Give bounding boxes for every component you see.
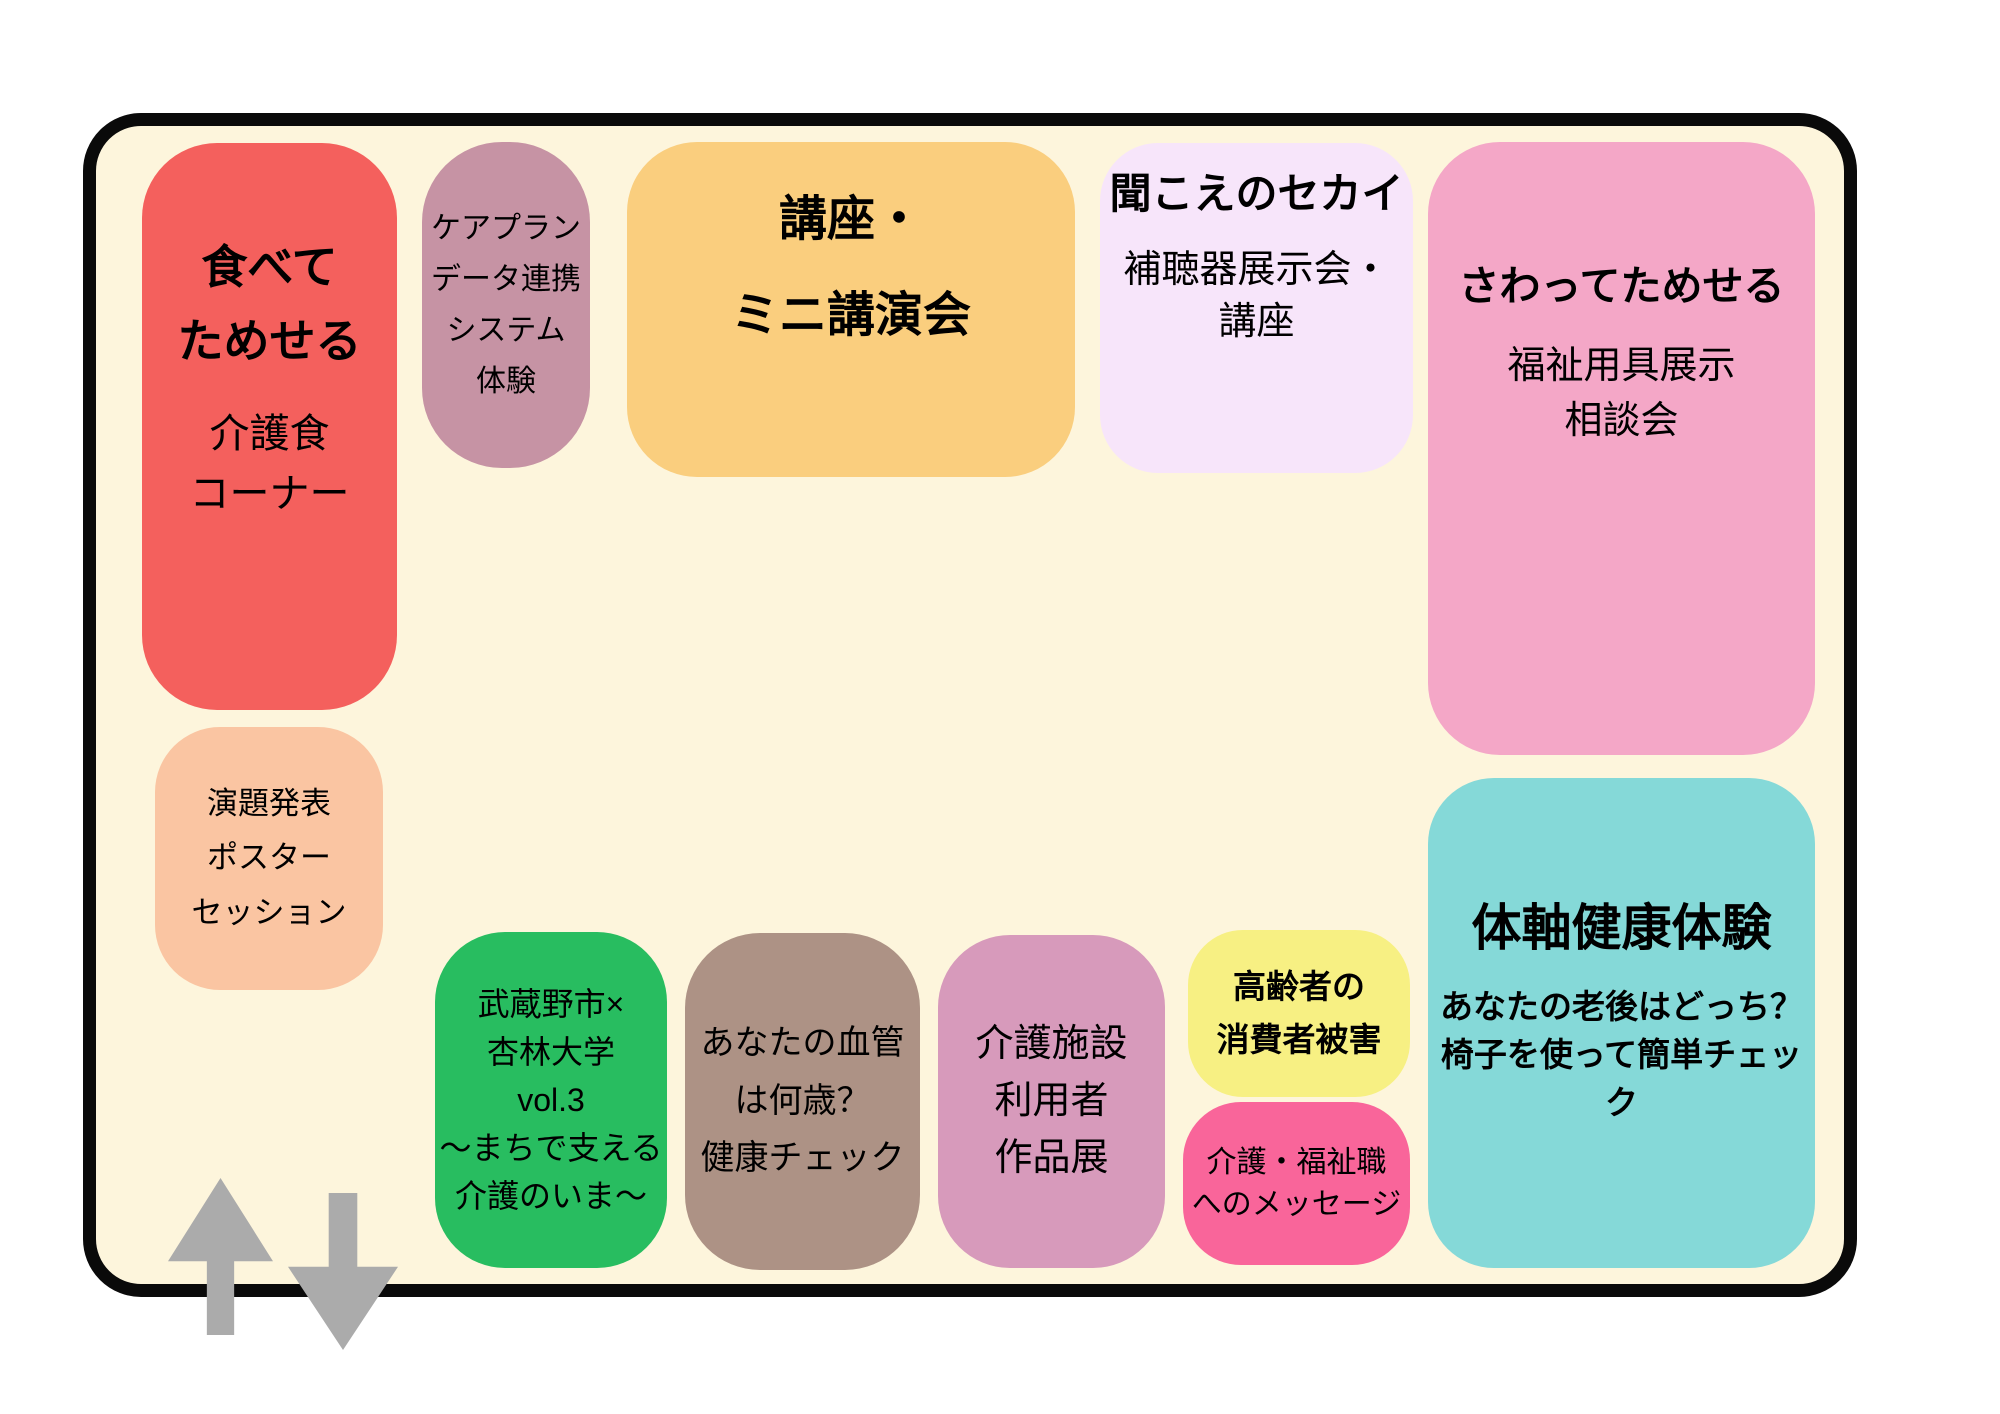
- booth-label: 介護施設 利用者 作品展: [975, 1023, 1128, 1179]
- booth-careplan-data-system: ケアプラン データ連携 システム 体験: [422, 142, 590, 468]
- booth-label: 武蔵野市× 杏林大学 vol.3 ～まちで支える 介護のいま～: [439, 986, 663, 1214]
- booth-lecture-mini-talks: 講座・ ミニ講演会: [627, 142, 1075, 477]
- booth-subtitle: 介護食 コーナー: [189, 412, 350, 517]
- booth-care-facility-artworks: 介護施設 利用者 作品展: [938, 935, 1165, 1268]
- booth-eat-and-try: 食べて ためせる 介護食 コーナー: [142, 143, 397, 710]
- booth-message-to-care-workers: 介護・福祉職 へのメッセージ: [1183, 1102, 1410, 1265]
- booth-body-axis-health: 体軸健康体験 あなたの老後はどっち？ 椅子を使って簡単チェック: [1428, 778, 1815, 1268]
- booth-subtitle: あなたの老後はどっち？ 椅子を使って簡単チェック: [1440, 988, 1803, 1121]
- booth-label: 演題発表 ポスター セッション: [191, 786, 347, 930]
- booth-poster-session: 演題発表 ポスター セッション: [155, 727, 383, 990]
- booth-label: ケアプラン データ連携 システム 体験: [431, 212, 581, 398]
- booth-subtitle: 補聴器展示会・ 講座: [1123, 249, 1390, 343]
- booth-heading: 講座・ ミニ講演会: [730, 193, 971, 342]
- booth-heading: 聞こえのセカイ: [1109, 170, 1404, 217]
- booth-label: 介護・福祉職 へのメッセージ: [1191, 1145, 1402, 1221]
- booth-elderly-consumer-harm: 高齢者の 消費者被害: [1188, 930, 1410, 1097]
- booth-touch-and-try: さわってためせる 福祉用具展示 相談会: [1428, 142, 1815, 755]
- booth-label: 高齢者の 消費者被害: [1216, 967, 1382, 1058]
- booth-hearing-world: 聞こえのセカイ 補聴器展示会・ 講座: [1100, 143, 1413, 473]
- booth-vascular-age-check: あなたの血管 は何歳？ 健康チェック: [685, 933, 920, 1270]
- booth-heading: さわってためせる: [1458, 263, 1785, 309]
- booth-label: あなたの血管 は何歳？ 健康チェック: [700, 1023, 905, 1178]
- booth-heading: 食べて ためせる: [177, 241, 362, 367]
- booth-heading: 体軸健康体験: [1471, 900, 1772, 956]
- booth-musashino-kyorin-vol3: 武蔵野市× 杏林大学 vol.3 ～まちで支える 介護のいま～: [435, 932, 667, 1268]
- booth-subtitle: 福祉用具展示 相談会: [1507, 345, 1736, 443]
